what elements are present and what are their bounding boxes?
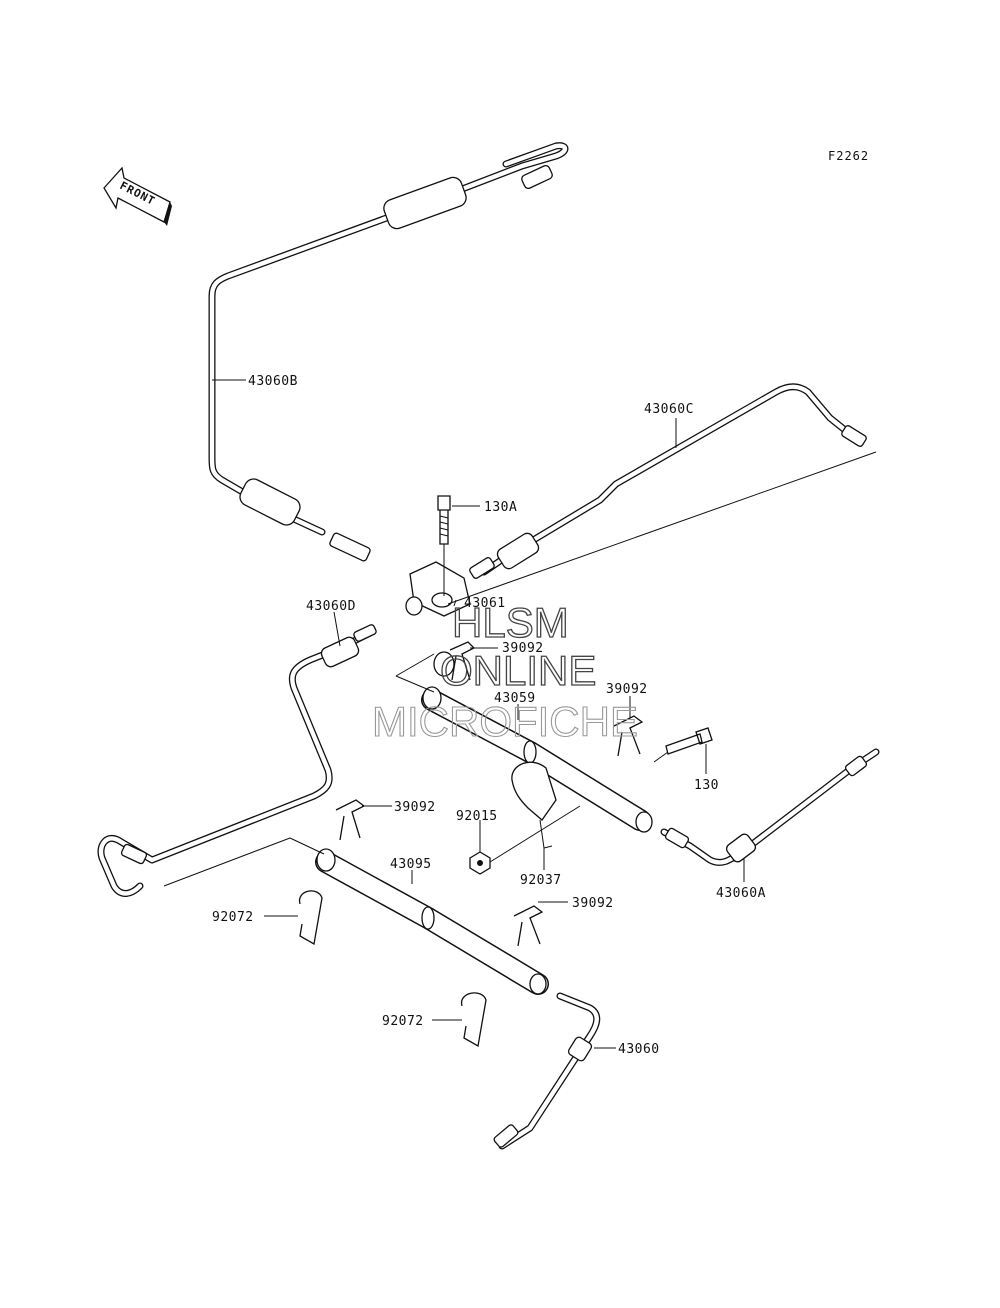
label-43060d[interactable]: 43060D (306, 599, 356, 614)
part-labels: 43060B 43060C 130A 43060D 43061 39092 43… (212, 374, 766, 1057)
label-43060a[interactable]: 43060A (716, 886, 766, 901)
label-39092-b[interactable]: 39092 (606, 682, 648, 697)
label-43059[interactable]: 43059 (494, 691, 536, 706)
clip-39092-c[interactable] (335, 799, 366, 841)
label-130a[interactable]: 130A (484, 500, 517, 515)
watermark: HLSM ONLINE MICROFICHE (371, 598, 638, 745)
brake-line-43060a[interactable] (660, 748, 880, 866)
label-43060c[interactable]: 43060C (644, 402, 694, 417)
brake-line-43060[interactable] (493, 992, 601, 1150)
figure-code: F2262 (828, 149, 869, 163)
brake-line-43060d[interactable] (97, 624, 377, 897)
brake-hose-43095[interactable] (315, 848, 549, 995)
label-92072-b[interactable]: 92072 (382, 1014, 424, 1029)
junction-block-43061[interactable] (405, 561, 471, 617)
front-arrow-icon: FRONT (103, 166, 172, 226)
label-39092-d[interactable]: 39092 (572, 896, 614, 911)
clip-39092-d[interactable] (513, 905, 544, 947)
brake-hose-43059[interactable] (421, 651, 653, 833)
label-43060[interactable]: 43060 (618, 1042, 660, 1057)
band-92072-a[interactable] (298, 890, 323, 946)
bolt-130[interactable] (653, 727, 713, 763)
brake-line-43060c[interactable] (469, 383, 868, 580)
label-43095[interactable]: 43095 (390, 857, 432, 872)
bolt-130a[interactable] (437, 495, 451, 596)
clip-39092-b[interactable] (613, 715, 644, 757)
label-43061[interactable]: 43061 (464, 596, 506, 611)
watermark-line2: ONLINE (440, 647, 596, 694)
brake-line-43060b[interactable] (208, 142, 569, 562)
assembly-guide-lines (163, 451, 877, 887)
leader-lines (212, 379, 745, 1049)
label-92015[interactable]: 92015 (456, 809, 498, 824)
band-92072-b[interactable] (461, 992, 487, 1048)
label-130[interactable]: 130 (694, 778, 719, 793)
label-39092-a[interactable]: 39092 (502, 641, 544, 656)
watermark-line1: HLSM (452, 599, 569, 646)
label-92037[interactable]: 92037 (520, 873, 562, 888)
label-43060b[interactable]: 43060B (248, 374, 298, 389)
clamp-92037[interactable] (511, 761, 557, 849)
label-39092-c[interactable]: 39092 (394, 800, 436, 815)
label-92072-a[interactable]: 92072 (212, 910, 254, 925)
watermark-line3: MICROFICHE (372, 698, 638, 745)
nut-92015[interactable] (469, 851, 491, 875)
